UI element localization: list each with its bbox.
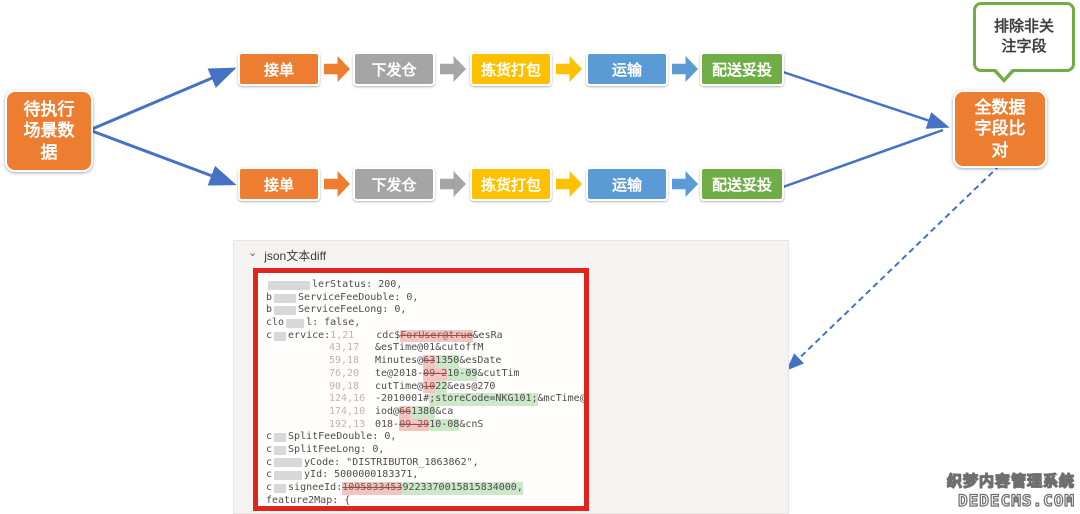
flow-step-1-3: 拣货打包 (470, 52, 552, 86)
redacted-text (286, 318, 305, 328)
redacted-text (274, 445, 287, 455)
panel-title: json文本diff (264, 249, 327, 263)
diff-removed: 09-2 (423, 367, 448, 381)
watermark: 织梦内容管理系统 DEDECMS.COM (946, 472, 1075, 510)
redacted-text (274, 433, 287, 443)
block-arrow-icon (556, 56, 582, 82)
diff-position: 59,18 (329, 355, 360, 367)
arrow-right-to-panel-dashed (786, 164, 1001, 371)
redacted-text (274, 471, 303, 481)
diff-position: 192,13 (329, 418, 366, 430)
watermark-line1: 织梦内容管理系统 (946, 472, 1075, 490)
diff-line: 43,17&esTime@01&cutoffM (329, 342, 484, 354)
redacted-text (268, 280, 310, 290)
diff-removed: 66 (399, 405, 412, 419)
node-pending-scenario-data: 待执行 场景数 据 (5, 90, 93, 172)
diff-position: 124,16 (329, 393, 366, 405)
diff-position: 76,20 (329, 367, 360, 379)
flow-step-2-1: 接单 (238, 167, 320, 201)
arrow-left-to-row2 (91, 129, 237, 186)
block-arrow-icon (440, 171, 466, 197)
node-full-field-compare: 全数据 字段比 对 (953, 90, 1047, 168)
flow-step-2-5: 配送妥投 (700, 167, 784, 201)
diff-position: 43,17 (329, 342, 360, 354)
diff-added: 10-09 (447, 367, 478, 381)
flow-step-1-2: 下发仓 (353, 52, 435, 86)
diff-added: ;storeCode=NKG101; (429, 393, 538, 406)
block-arrow-icon (324, 171, 350, 197)
block-arrow-icon (440, 56, 466, 82)
diff-added: 1380 (411, 405, 436, 419)
redacted-text (274, 483, 287, 493)
diff-removed: 10 (423, 380, 436, 394)
flow-step-2-2: 下发仓 (353, 167, 435, 201)
redacted-text (274, 331, 287, 341)
callout-tail-inner (996, 69, 1012, 78)
diff-line: 124,16-2010001#;storeCode=NKG101;&mcTime… (329, 393, 586, 406)
arrow-row2-to-right (782, 128, 944, 189)
flow-step-1-5: 配送妥投 (700, 52, 784, 86)
diff-added: 22 (435, 380, 448, 394)
diff-position: 90,18 (329, 380, 360, 392)
redacted-text (274, 293, 297, 303)
flow-step-1-1: 接单 (238, 52, 320, 86)
block-arrow-icon (672, 56, 698, 82)
block-arrow-icon (556, 171, 582, 197)
redacted-text (274, 458, 303, 468)
arrow-left-to-row1 (91, 67, 237, 131)
block-arrow-icon (672, 171, 698, 197)
diff-line: feature2Map: { (266, 494, 351, 506)
diff-added: 9223370015815834000, (402, 482, 523, 495)
diff-position: 174,10 (329, 405, 366, 417)
diff-position: 1,21 (330, 329, 355, 341)
diff-removed: 09-29 (399, 418, 430, 432)
chevron-down-icon[interactable]: ⌄ (248, 247, 258, 259)
callout-exclude-fields: 排除非关 注字段 (973, 2, 1075, 72)
flow-step-2-3: 拣货打包 (470, 167, 552, 201)
block-arrow-icon (324, 56, 350, 82)
diff-removed: 63 (423, 355, 436, 368)
diff-line: lerStatus: 200, (266, 279, 576, 292)
diff-removed: ForUser@true (400, 329, 473, 343)
diff-removed: 1095833453 (342, 482, 403, 495)
json-diff-panel-header[interactable]: ⌄ json文本diff (248, 247, 326, 264)
diff-added: 10-08 (429, 418, 460, 432)
flow-step-2-4: 运输 (586, 167, 668, 201)
diff-added: 1350 (435, 355, 460, 368)
arrow-row1-to-right (782, 70, 950, 129)
watermark-line2: DEDECMS.COM (957, 490, 1075, 510)
flow-step-1-4: 运输 (586, 52, 668, 86)
redacted-text (274, 306, 297, 316)
